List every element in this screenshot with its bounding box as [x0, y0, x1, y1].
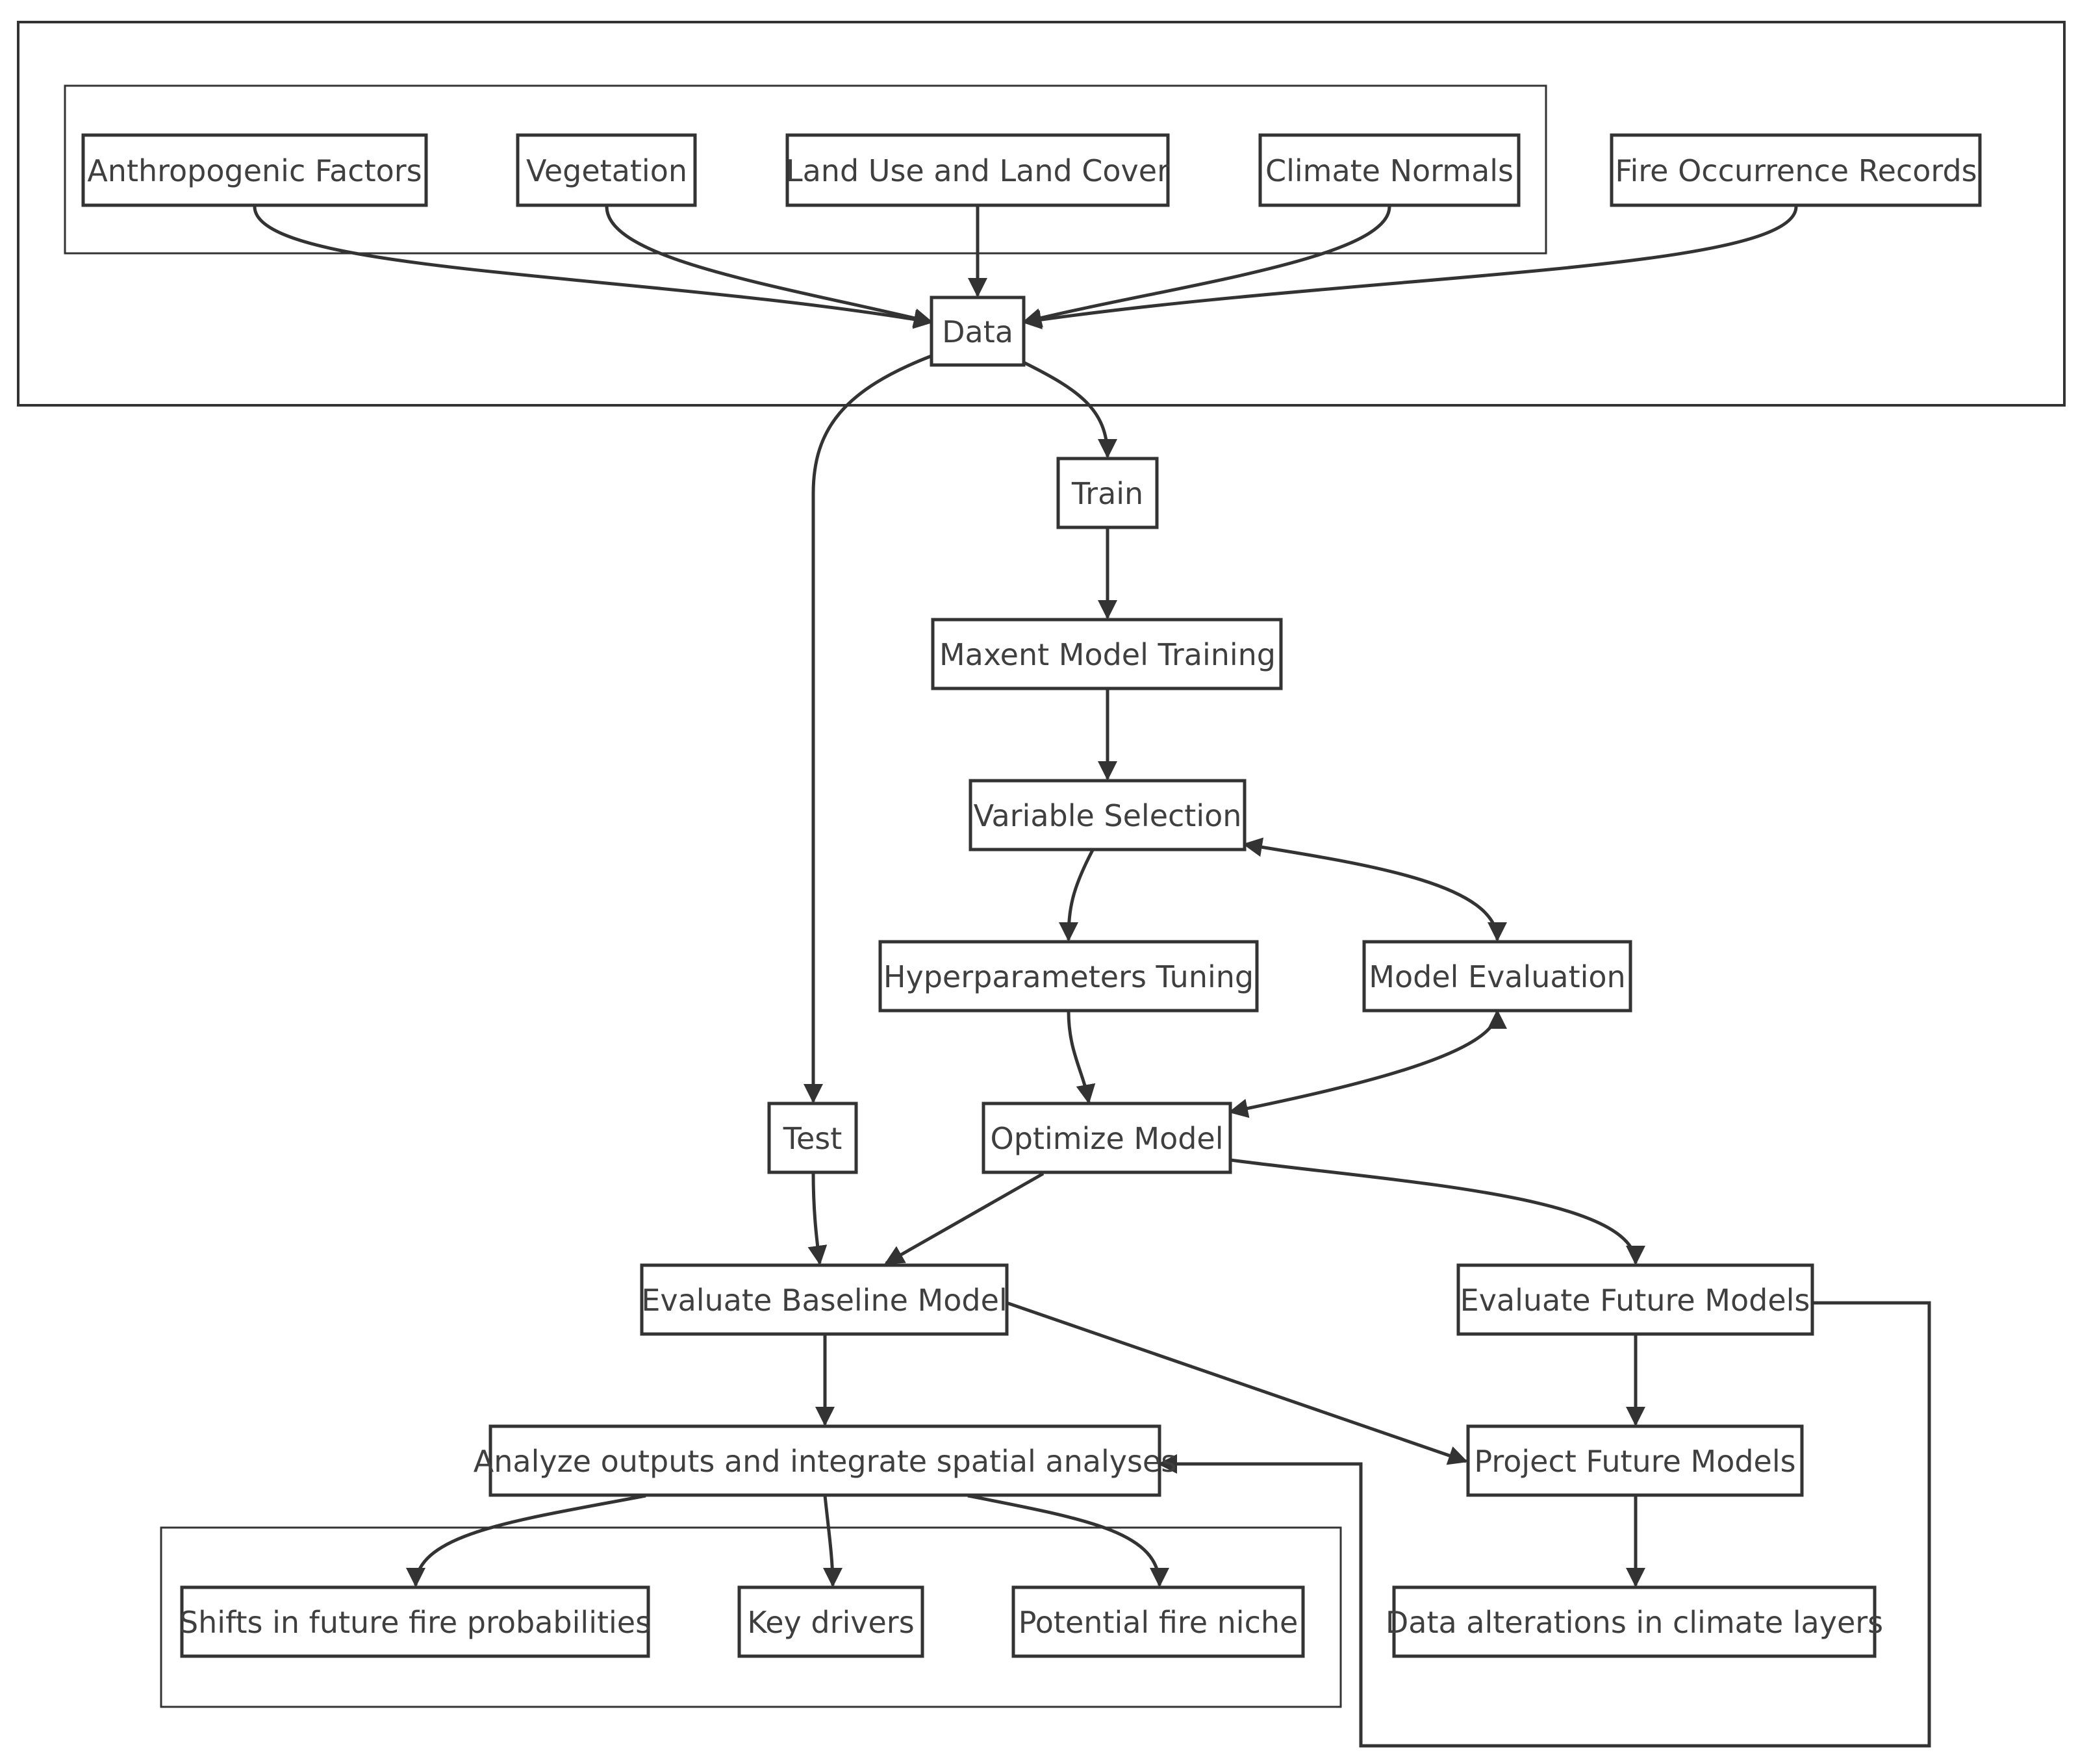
edge-anthropogenic-to-data — [253, 206, 933, 329]
edge-firerecords-to-data — [1022, 206, 1798, 329]
edge-optimize-to-evalfuture — [1230, 1158, 1645, 1265]
node-label: Data alterations in climate layers — [1386, 1605, 1883, 1640]
node-hyperparameters-tuning: Hyperparameters Tuning — [878, 940, 1259, 1013]
edge-analyze-to-shifts — [406, 1494, 646, 1587]
edge-varsel-to-hyper — [1059, 849, 1095, 942]
predictor-variables-group — [64, 84, 1547, 255]
edge-hyper-to-optimize — [1067, 1011, 1096, 1104]
node-key-drivers: Key drivers — [737, 1585, 924, 1658]
node-label: Climate Normals — [1265, 153, 1514, 188]
data-sources-group — [17, 21, 2066, 407]
node-label: Maxent Model Training — [939, 637, 1276, 672]
node-data: Data — [930, 296, 1026, 367]
node-climate-normals: Climate Normals — [1258, 133, 1521, 207]
edge-test-to-evalbaseline — [807, 1172, 828, 1265]
edge-climate-to-data — [1022, 206, 1391, 328]
node-label: Evaluate Baseline Model — [641, 1283, 1007, 1318]
node-label: Vegetation — [526, 153, 687, 188]
node-label: Land Use and Land Cover — [786, 153, 1169, 188]
node-label: Key drivers — [747, 1605, 914, 1640]
node-evaluate-future-models: Evaluate Future Models — [1456, 1263, 1814, 1336]
node-label: Hyperparameters Tuning — [883, 959, 1254, 994]
node-analyze-outputs: Analyze outputs and integrate spatial an… — [474, 1424, 1176, 1497]
edge-modeleval-optimize — [1228, 1009, 1507, 1118]
node-shifts-fire-probabilities: Shifts in future fire probabilities — [179, 1585, 651, 1658]
edge-evalbaseline-to-projectfuture — [1006, 1301, 1468, 1465]
node-project-future-models: Project Future Models — [1466, 1424, 1804, 1497]
edge-vegetation-to-data — [605, 206, 933, 328]
node-label: Model Evaluation — [1369, 959, 1625, 994]
node-label: Project Future Models — [1474, 1444, 1795, 1479]
node-fire-occurrence-records: Fire Occurrence Records — [1610, 133, 1982, 207]
node-label: Potential fire niche — [1019, 1605, 1299, 1640]
edges — [253, 206, 1931, 1748]
edge-data-to-train — [1022, 360, 1117, 459]
node-test: Test — [767, 1102, 858, 1174]
node-label: Data — [942, 314, 1013, 349]
node-land-use-land-cover: Land Use and Land Cover — [785, 133, 1170, 207]
node-optimize-model: Optimize Model — [982, 1102, 1232, 1174]
node-anthropogenic-factors: Anthropogenic Factors — [81, 133, 428, 207]
node-label: Anthropogenic Factors — [87, 153, 422, 188]
node-maxent-model-training: Maxent Model Training — [931, 618, 1283, 690]
edge-analyze-to-keydrivers — [822, 1495, 843, 1587]
edge-optimize-to-evalbaseline — [884, 1172, 1045, 1265]
edge-analyze-to-fireniche — [967, 1494, 1169, 1587]
node-label: Evaluate Future Models — [1460, 1283, 1810, 1318]
node-model-evaluation: Model Evaluation — [1362, 940, 1632, 1013]
node-label: Analyze outputs and integrate spatial an… — [474, 1444, 1176, 1479]
node-evaluate-baseline-model: Evaluate Baseline Model — [640, 1263, 1009, 1336]
outputs-group — [160, 1526, 1342, 1708]
node-label: Variable Selection — [974, 798, 1242, 833]
edge-varsel-modeleval — [1243, 837, 1507, 942]
node-label: Train — [1071, 476, 1143, 511]
node-data-alterations-climate-layers: Data alterations in climate layers — [1386, 1585, 1883, 1658]
node-label: Shifts in future fire probabilities — [179, 1605, 651, 1640]
node-potential-fire-niche: Potential fire niche — [1011, 1585, 1305, 1658]
node-train: Train — [1056, 457, 1159, 529]
node-vegetation: Vegetation — [516, 133, 697, 207]
edge-evalfuture-to-analyze — [1158, 1301, 1931, 1748]
node-variable-selection: Variable Selection — [969, 779, 1247, 851]
node-label: Test — [783, 1121, 843, 1156]
node-label: Optimize Model — [991, 1121, 1224, 1156]
edge-data-to-test — [804, 354, 932, 1103]
node-label: Fire Occurrence Records — [1615, 153, 1977, 188]
